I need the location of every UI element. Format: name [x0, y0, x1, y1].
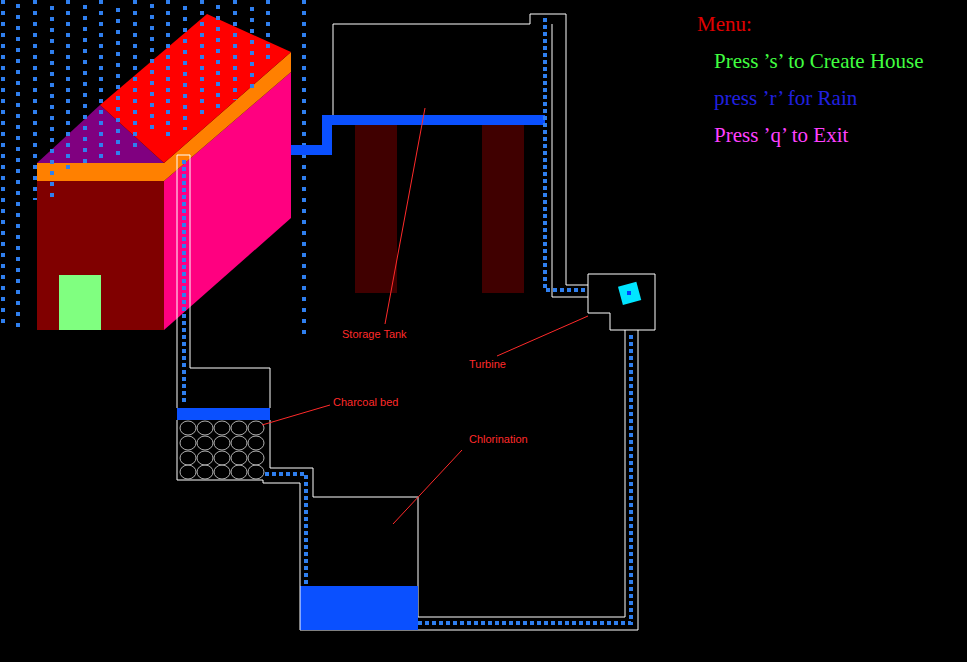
chlorination-tank: [300, 497, 418, 630]
part-label: Storage Tank: [342, 328, 407, 340]
menu-item: press ’r’ for Rain: [714, 87, 857, 110]
pipe: [530, 14, 588, 297]
turbine: [588, 274, 655, 330]
part-label: Charcoal bed: [333, 396, 398, 408]
leader-lines: [262, 108, 588, 524]
menu-heading: Menu:: [697, 13, 752, 36]
downpipe: [177, 155, 270, 408]
storage-tank: [291, 24, 545, 293]
part-label: Chlorination: [469, 433, 528, 445]
house: [37, 14, 291, 330]
rain: [3, 0, 304, 335]
part-label: Turbine: [469, 358, 506, 370]
menu-item: Press ’q’ to Exit: [714, 124, 848, 147]
pipe: [300, 330, 638, 630]
charcoal-bed: [177, 408, 313, 630]
menu-item: Press ’s’ to Create House: [714, 50, 924, 73]
